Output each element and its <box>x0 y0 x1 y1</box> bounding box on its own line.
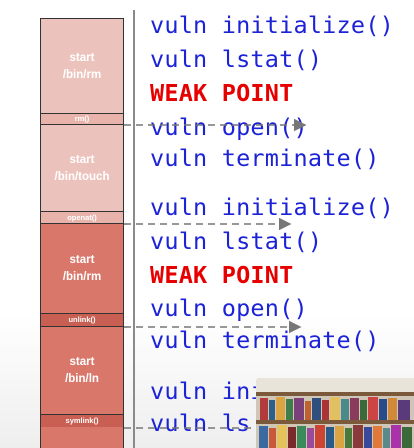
block-label: start /bin/rm <box>62 51 102 81</box>
code-line-initialize-3: vuln ini <box>150 377 265 405</box>
code-line-initialize-2: vuln initialize() <box>150 193 394 221</box>
separator-label: openat() <box>67 212 97 222</box>
code-line-weak-point-2: WEAK POINT <box>150 261 294 289</box>
code-line-open-1: vuln open() <box>150 113 308 141</box>
timeline-block-ln: start /bin/ln <box>40 327 124 415</box>
timeline-separator-unlink: unlink() <box>40 313 124 327</box>
separator-label: unlink() <box>68 315 96 325</box>
block-label: start /bin/ln <box>65 356 99 385</box>
timeline-separator-symlink: symlink() <box>40 414 124 428</box>
code-line-open-2: vuln open() <box>150 294 308 322</box>
code-line-initialize-1: vuln initialize() <box>150 11 394 39</box>
video-thumbnail-icon[interactable] <box>256 378 414 448</box>
timeline-separator-openat: openat() <box>40 211 124 224</box>
code-line-terminate-1: vuln terminate() <box>150 144 380 172</box>
timeline-block-touch: start /bin/touch <box>40 125 124 212</box>
separator-label: rm() <box>74 114 90 124</box>
block-label: start /bin/touch <box>54 153 110 183</box>
timeline-block-tail <box>40 427 124 448</box>
timeline-separator-rm: rm() <box>40 113 124 125</box>
code-line-weak-point-1: WEAK POINT <box>150 79 294 107</box>
timeline-block-rm-1: start /bin/rm <box>40 18 124 114</box>
bookshelf-icon <box>256 378 414 448</box>
timeline-block-rm-2: start /bin/rm <box>40 224 124 314</box>
separator-label: symlink() <box>65 416 99 426</box>
code-line-lstat-2: vuln lstat() <box>150 227 323 255</box>
timeline-axis <box>133 10 135 448</box>
code-line-lstat-3: vuln ls <box>150 409 251 437</box>
code-line-terminate-2: vuln terminate() <box>150 326 380 354</box>
block-label: start /bin/rm <box>62 254 102 283</box>
code-line-lstat-1: vuln lstat() <box>150 45 323 73</box>
